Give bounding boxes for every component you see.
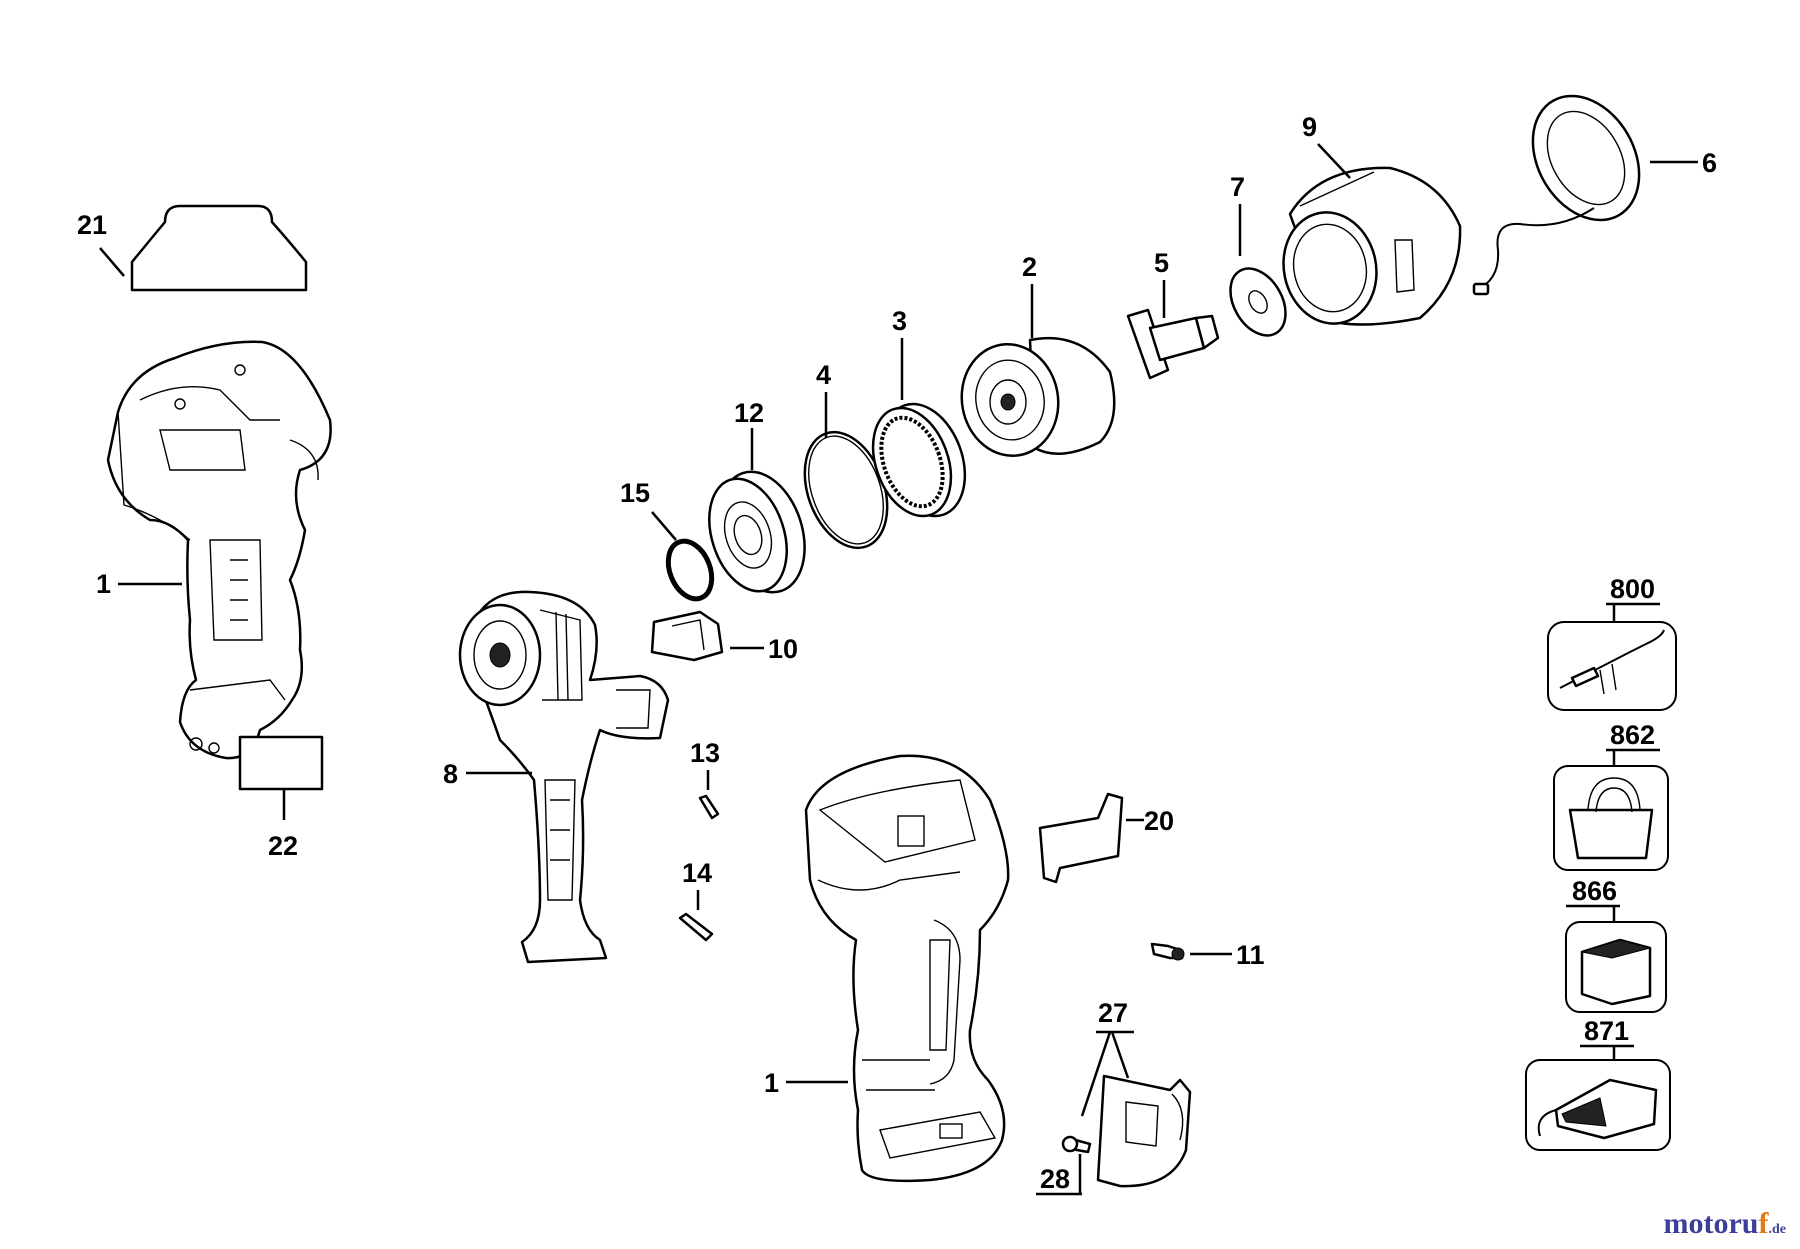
watermark-text-2: f [1758,1207,1769,1240]
callout-2[interactable]: 2 [1022,252,1037,338]
callout-20[interactable]: 20 [1126,806,1174,836]
part-12-bearing-plate [708,470,806,594]
callout-label-5: 5 [1154,248,1169,278]
callout-label-14: 14 [682,858,712,888]
part-27-belt-clip [1096,1074,1192,1188]
callout-21[interactable]: 21 [77,210,125,277]
callout-label-871: 871 [1584,1016,1629,1046]
callout-label-866: 866 [1572,876,1617,906]
callout-label-21: 21 [77,210,107,240]
callout-5[interactable]: 5 [1154,248,1169,318]
part-2-gear-assembly [960,336,1116,458]
callout-label-6: 6 [1702,148,1717,178]
callout-27[interactable]: 27 [1080,998,1134,1117]
callout-label-4: 4 [816,360,831,390]
part-8-motor-assembly [458,590,670,964]
part-20-label [1038,792,1124,884]
callout-label-12: 12 [734,398,764,428]
callout-28[interactable]: 28 [1036,1154,1082,1196]
callout-3[interactable]: 3 [892,306,907,400]
part-5-anvil [1126,308,1220,380]
callout-label-10: 10 [768,634,798,664]
callout-1a[interactable]: 1 [96,569,182,599]
callout-8[interactable]: 8 [443,759,532,789]
callout-22[interactable]: 22 [268,790,298,861]
callout-9[interactable]: 9 [1302,112,1351,179]
callout-label-800: 800 [1610,574,1655,604]
callout-label-7: 7 [1230,172,1245,202]
part-21-label-plate [130,204,308,292]
part-1-housing-right [804,754,1010,1183]
watermark-text-3: .de [1768,1222,1787,1237]
part-15-retaining-ring [665,538,715,602]
callout-label-13: 13 [690,738,720,768]
part-9-nose-housing [1282,166,1462,326]
part-14-pin [678,912,714,942]
accessory-862-bag[interactable]: 862 [1553,720,1669,871]
callout-1b[interactable]: 1 [764,1068,848,1098]
site-watermark: motoruf.de [1664,1207,1786,1241]
callout-label-20: 20 [1144,806,1174,836]
callout-15[interactable]: 15 [620,478,677,541]
part-7-washer [1229,267,1287,337]
callout-label-28: 28 [1040,1164,1070,1194]
part-13-pin [698,794,720,820]
callout-label-22: 22 [268,831,298,861]
accessory-800[interactable]: 800 [1547,574,1677,711]
callout-label-1a: 1 [96,569,111,599]
callout-label-11: 11 [1236,940,1265,970]
callout-4[interactable]: 4 [816,360,831,438]
callout-label-862: 862 [1610,720,1655,750]
watermark-text-1: motoru [1663,1207,1759,1240]
callout-14[interactable]: 14 [682,858,712,910]
callout-10[interactable]: 10 [730,634,798,664]
part-3-ring-gear [871,402,967,518]
callout-label-1b: 1 [764,1068,779,1098]
callout-label-27: 27 [1098,998,1128,1028]
callout-label-3: 3 [892,306,907,336]
part-28-screw [1061,1135,1092,1154]
callout-11[interactable]: 11 [1190,940,1265,970]
callout-12[interactable]: 12 [734,398,764,470]
part-1-housing-left [106,340,332,760]
callout-label-8: 8 [443,759,458,789]
part-10-switch [650,610,724,662]
part-22-label [238,735,324,791]
callout-7[interactable]: 7 [1230,172,1245,256]
callout-13[interactable]: 13 [690,738,720,790]
callout-6[interactable]: 6 [1650,148,1717,178]
accessory-866-battery[interactable]: 866 [1565,876,1667,1013]
callout-label-9: 9 [1302,112,1317,142]
callout-label-15: 15 [620,478,650,508]
part-11-screw [1150,942,1185,961]
callout-label-2: 2 [1022,252,1037,282]
part-6-led-ring [1472,94,1641,296]
accessory-871-charger[interactable]: 871 [1525,1016,1671,1151]
